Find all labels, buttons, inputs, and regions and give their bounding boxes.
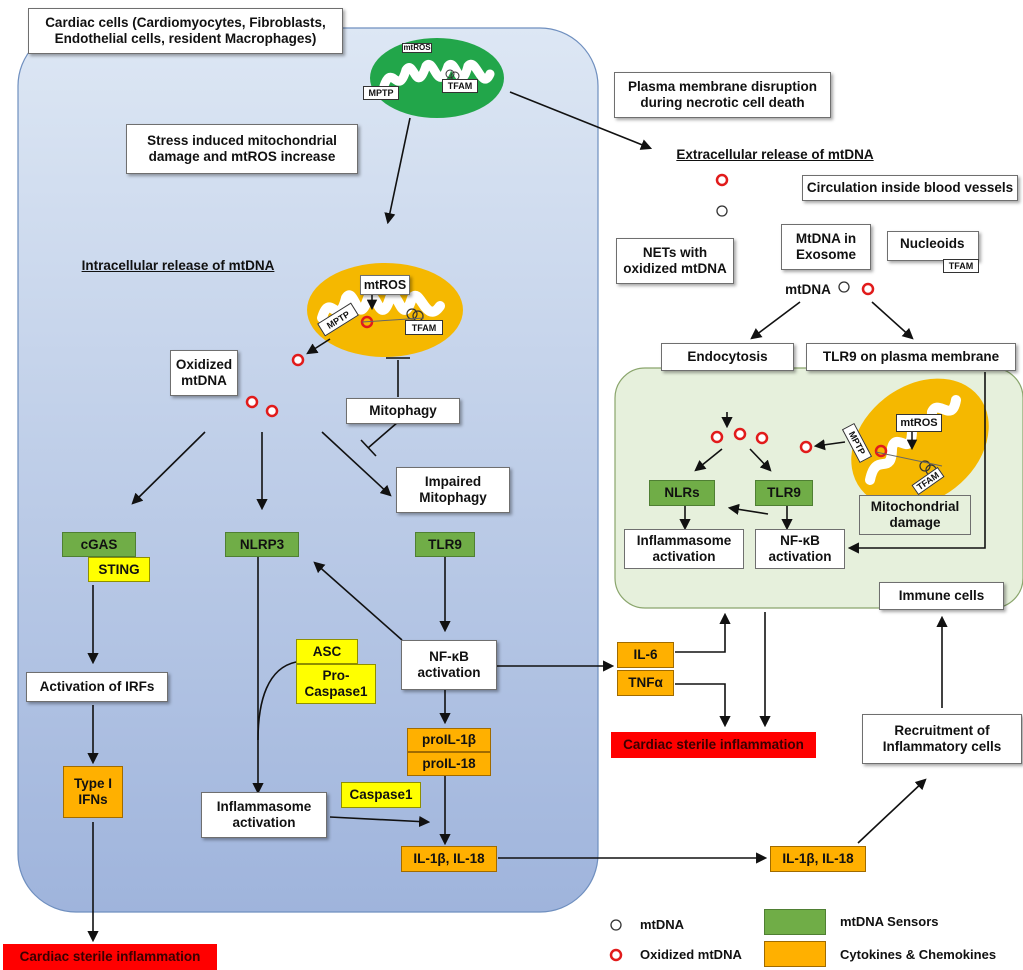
mitophagy-box: Mitophagy (346, 398, 460, 424)
mito-mid-mtros-label: mtROS (360, 275, 410, 295)
oxidized-mtdna-mark (245, 395, 259, 409)
legend-cytokines-swatch (764, 941, 826, 967)
oxidized-mtdna-mark (861, 282, 875, 296)
mito-top-tfam-label: TFAM (442, 79, 478, 93)
legend-cytokines-label: Cytokines & Chemokines (840, 947, 997, 962)
type1-ifns-cytokine: Type I IFNs (63, 766, 123, 818)
circulation-text: Circulation inside blood vessels (802, 175, 1018, 201)
tnfa-cytokine: TNFα (617, 670, 674, 696)
mito-top-mtros-label: mtROS (402, 43, 432, 53)
mtdna-text: mtDNA (785, 282, 831, 297)
oxidized-mtdna-mark (715, 173, 729, 187)
mitochondrion-damaged-right-icon (851, 378, 989, 508)
cardiac-cells-title: Cardiac cells (Cardiomyocytes, Fibroblas… (28, 8, 343, 54)
tlr9-membrane-box: TLR9 on plasma membrane (806, 343, 1016, 371)
oxidized-mtdna-mark (291, 353, 305, 367)
legend-oxidized-icon (609, 948, 623, 962)
legend-sensors-label: mtDNA Sensors (840, 914, 939, 929)
mito-right-mtros-label: mtROS (896, 414, 942, 432)
stress-damage-text: Stress induced mitochondrial damage and … (126, 124, 358, 174)
oxidized-mtdna-text: Oxidized mtDNA (170, 350, 238, 396)
nlrp3-sensor: NLRP3 (225, 532, 299, 557)
nucleoids-box: Nucleoids (887, 231, 979, 261)
cardiac-sterile-inflammation-mid: Cardiac sterile inflammation (611, 732, 816, 758)
activation-irfs-box: Activation of IRFs (26, 672, 168, 702)
mtdna-mark (716, 205, 728, 217)
oxidized-mtdna-mark (799, 440, 813, 454)
oxidized-mtdna-mark (710, 430, 724, 444)
inflammasome-left-box: Inflammasome activation (201, 792, 327, 838)
cardiac-sterile-inflammation-bottom: Cardiac sterile inflammation (3, 944, 217, 970)
tlr9-left-sensor: TLR9 (415, 532, 475, 557)
oxidized-mtdna-mark (755, 431, 769, 445)
asc-adaptor: ASC (296, 639, 358, 664)
nlrs-sensor: NLRs (649, 480, 715, 506)
cgas-sensor: cGAS (62, 532, 136, 557)
nets-text: NETs with oxidized mtDNA (616, 238, 734, 284)
caspase1-adaptor: Caspase1 (341, 782, 421, 808)
mitochondrial-damage-box: Mitochondrial damage (859, 495, 971, 535)
legend-oxidized-label: Oxidized mtDNA (640, 947, 742, 962)
recruitment-box: Recruitment of Inflammatory cells (862, 714, 1022, 764)
mitochondrion-healthy-icon (370, 38, 504, 118)
legend-sensors-swatch (764, 909, 826, 935)
il6-cytokine: IL-6 (617, 642, 674, 668)
intracellular-release-heading: Intracellular release of mtDNA (81, 258, 275, 273)
pathway-arrows (87, 91, 986, 943)
prol1b-cytokine: proIL-1β (407, 728, 491, 752)
inflammasome-right-box: Inflammasome activation (624, 529, 744, 569)
endocytosis-box: Endocytosis (661, 343, 794, 371)
immune-cells-box: Immune cells (879, 582, 1004, 610)
legend-mtdna-icon (610, 919, 622, 931)
exosome-text: MtDNA in Exosome (781, 224, 871, 270)
prol18-cytokine: proIL-18 (407, 752, 491, 776)
inhibition-marks (360, 357, 410, 457)
pro-caspase1-adaptor: Pro- Caspase1 (296, 664, 376, 704)
legend-mtdna-label: mtDNA (640, 917, 685, 932)
sting-adaptor: STING (88, 557, 150, 582)
extracellular-release-heading: Extracellular release of mtDNA (676, 147, 874, 162)
il1b-il18-left-cytokine: IL-1β, IL-18 (401, 846, 497, 872)
oxidized-mtdna-mark (265, 404, 279, 418)
mito-mid-tfam-label: TFAM (405, 320, 443, 335)
il1b-il18-right-cytokine: IL-1β, IL-18 (770, 846, 866, 872)
impaired-mitophagy-box: Impaired Mitophagy (396, 467, 510, 513)
mtdna-mark (838, 281, 850, 293)
nfkb-right-box: NF-κB activation (755, 529, 845, 569)
mito-top-mptp-label: MPTP (363, 86, 399, 100)
nucleoids-tfam-label: TFAM (943, 259, 979, 273)
nfkb-left-box: NF-κB activation (401, 640, 497, 690)
plasma-membrane-text: Plasma membrane disruption during necrot… (614, 72, 831, 118)
tlr9-right-sensor: TLR9 (755, 480, 813, 506)
oxidized-mtdna-mark (733, 427, 747, 441)
